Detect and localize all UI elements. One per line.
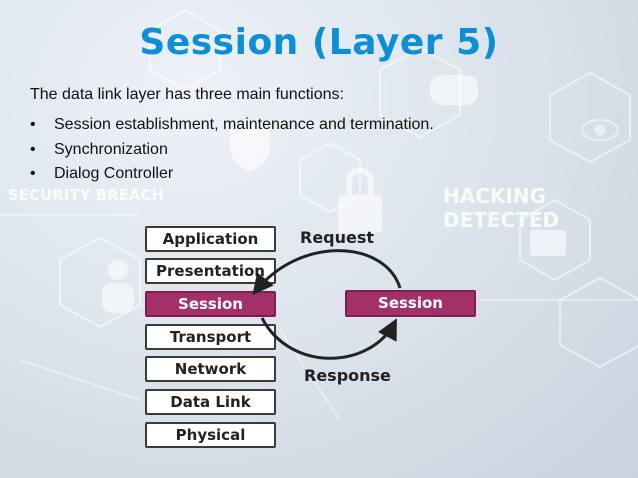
intro-text: The data link layer has three main funct…	[30, 86, 344, 103]
layer-physical: Physical	[145, 422, 276, 448]
user-icon	[108, 260, 128, 280]
layer-session: Session	[145, 291, 276, 317]
hexagon-shape	[519, 198, 591, 282]
bullet-text: Session establishment, maintenance and t…	[54, 116, 434, 133]
eye-icon	[581, 119, 619, 141]
hexagon-shape	[59, 236, 141, 329]
hexagon-shape	[379, 46, 461, 139]
cloud-icon	[430, 75, 478, 105]
hexagon-shape	[549, 71, 631, 164]
layer-presentation: Presentation	[145, 258, 276, 284]
slide-title: Session (Layer 5)	[139, 22, 499, 63]
layer-network: Network	[145, 356, 276, 382]
shield-icon	[230, 120, 270, 172]
request-label: Request	[300, 228, 375, 247]
envelope-icon	[530, 230, 566, 256]
bullet-item: • Dialog Controller	[30, 162, 434, 187]
bullet-text: Dialog Controller	[54, 165, 174, 182]
network-line	[19, 359, 141, 401]
security-breach-text: SECURITY BREACH	[8, 186, 165, 204]
layer-transport: Transport	[145, 324, 276, 350]
layer-data-link: Data Link	[145, 389, 276, 415]
hexagon-shape	[559, 276, 638, 369]
eye-pupil	[594, 124, 606, 136]
bullet-item: • Synchronization	[30, 138, 434, 163]
lock-icon	[338, 195, 382, 233]
response-arrow	[260, 317, 397, 360]
network-line	[279, 329, 341, 421]
layer-application: Application	[145, 226, 276, 252]
bullet-list: • Session establishment, maintenance and …	[30, 113, 434, 187]
remote-session-box: Session	[345, 290, 476, 317]
response-label: Response	[304, 366, 391, 385]
bullet-marker: •	[30, 140, 36, 158]
bullet-text: Synchronization	[54, 140, 168, 158]
bullet-marker: •	[30, 116, 36, 133]
bullet-item: • Session establishment, maintenance and …	[30, 113, 434, 138]
user-body	[102, 283, 134, 313]
bullet-marker: •	[30, 165, 36, 182]
hacking-detected-text: HACKING DETECTED	[443, 184, 560, 232]
lock-shackle	[346, 167, 374, 195]
hexagon-shape	[149, 8, 221, 92]
request-arrow	[252, 249, 402, 296]
